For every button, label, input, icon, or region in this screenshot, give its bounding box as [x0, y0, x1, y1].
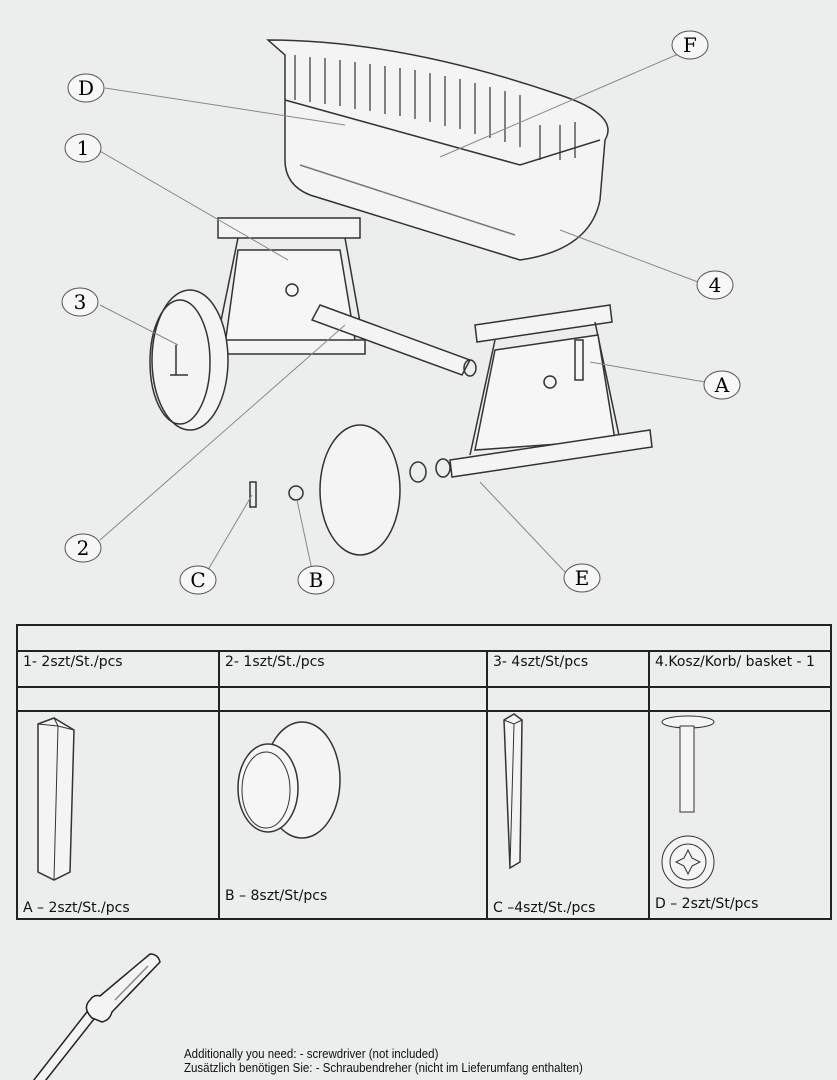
callout-b: B: [297, 565, 335, 595]
screw-icon: [661, 715, 715, 889]
callout-label: 4: [709, 273, 722, 297]
part-cell-c: C –4szt/St./pcs: [486, 710, 650, 920]
peg-icon: [503, 713, 523, 870]
wheel-part-3: [149, 289, 229, 431]
callout-f: F: [671, 30, 709, 60]
callout-4: 4: [696, 270, 734, 300]
header-cell: 1- 2szt/St./pcs: [16, 650, 220, 688]
callout-label: E: [575, 566, 590, 590]
wheel-part: [319, 424, 401, 556]
screwdriver-icon: [32, 953, 161, 1080]
part-cell-b: B – 8szt/St/pcs: [218, 710, 488, 920]
frame-part-right: [449, 304, 653, 478]
callout-a: A: [703, 370, 741, 400]
callout-label: 1: [77, 136, 90, 160]
callout-label: F: [683, 33, 697, 57]
callout-label: 3: [74, 290, 87, 314]
axle-part-2: [310, 304, 477, 377]
callout-c: C: [179, 565, 217, 595]
part-cell-a: A – 2szt/St./pcs: [16, 710, 220, 920]
callout-label: A: [714, 373, 730, 397]
callout-1: 1: [64, 133, 102, 163]
part-label: D – 2szt/St/pcs: [655, 896, 759, 912]
callout-label: D: [78, 76, 94, 100]
part-label: A – 2szt/St./pcs: [23, 900, 130, 916]
callout-3: 3: [61, 287, 99, 317]
note-german: Zusätzlich benötigen Sie: - Schraubendre…: [184, 1061, 583, 1075]
callout-d: D: [67, 73, 105, 103]
callout-label: B: [309, 568, 324, 592]
callout-e: E: [563, 563, 601, 593]
header-cell: 3- 4szt/St/pcs: [486, 650, 650, 688]
note-english: Additionally you need: - screwdriver (no…: [184, 1047, 439, 1061]
header-cell: 2- 1szt/St./pcs: [218, 650, 488, 688]
part-label: B – 8szt/St/pcs: [225, 888, 328, 904]
frame-part-1: [214, 217, 366, 355]
exploded-assembly-diagram: D F 1 4 3 A 2 C B E: [61, 30, 741, 595]
callouts: D F 1 4 3 A 2 C B E: [61, 30, 741, 595]
header-cell: 4.Kosz/Korb/ basket - 1: [648, 650, 832, 688]
basket-part: [266, 39, 609, 261]
part-label: C –4szt/St./pcs: [493, 900, 596, 916]
callout-label: C: [190, 568, 205, 592]
table-title-row: [16, 624, 832, 652]
cap-icon: [237, 721, 341, 839]
part-cell-d: D – 2szt/St/pcs: [648, 710, 832, 920]
callout-label: 2: [77, 536, 90, 560]
callout-2: 2: [64, 533, 102, 563]
parts-table: 1- 2szt/St./pcs 2- 1szt/St./pcs 3- 4szt/…: [16, 624, 832, 920]
wedge-icon: [37, 717, 75, 881]
